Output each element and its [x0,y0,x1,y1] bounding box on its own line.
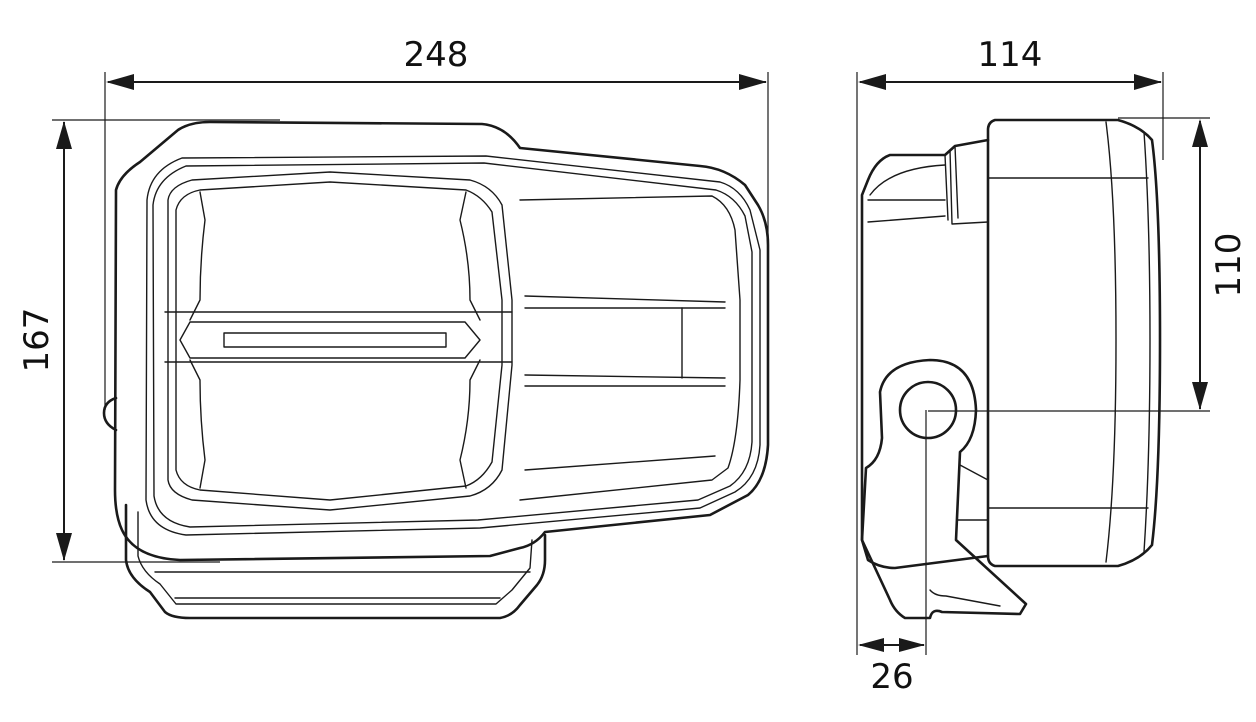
front-height-label: 167 [17,308,57,373]
mount-offset-label: 26 [870,657,913,697]
side-view [860,118,1162,620]
front-view [102,120,770,620]
front-housing-outer [113,120,770,562]
front-light-bar [223,332,447,348]
front-bracket [124,503,547,620]
front-width-label: 248 [404,35,469,75]
side-rear-housing [860,138,990,570]
side-mount-bracket [860,358,1028,620]
front-lens-left [167,171,513,511]
side-height-dimension: 110 [928,117,1249,412]
front-width-dimension: 248 [104,35,769,410]
side-lamp-body [986,118,1162,568]
side-pivot-knob [898,380,958,440]
side-depth-dimension: 114 [856,35,1164,655]
side-depth-label: 114 [978,35,1043,75]
front-height-dimension: 167 [17,119,280,563]
mount-offset-dimension: 26 [858,410,927,697]
front-lens-right [519,195,741,501]
side-height-label: 110 [1209,233,1249,298]
